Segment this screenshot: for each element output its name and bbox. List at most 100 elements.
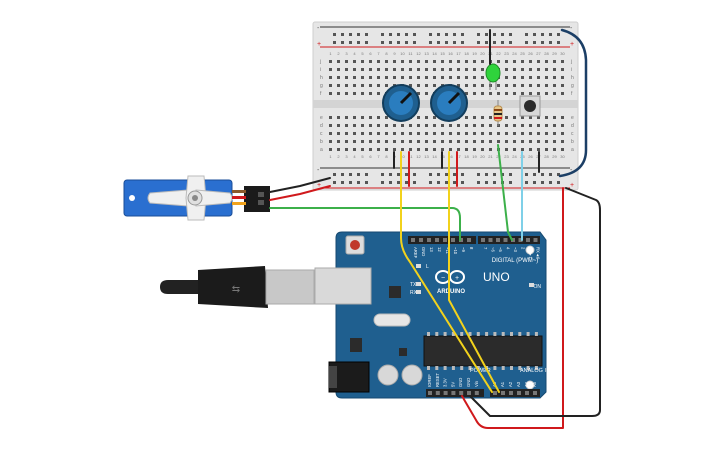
digital-pin[interactable] [518,238,523,242]
rail-hole [541,33,544,36]
digital-pin-label: AREF [413,247,418,259]
digital-pin[interactable] [526,238,530,242]
rail-hole [461,173,464,176]
rail-hole [381,181,384,184]
column-number: 23 [504,154,509,159]
terminal-hole [521,76,524,79]
rail-hole [509,181,512,184]
terminal-hole [545,116,548,119]
terminal-hole [537,92,540,95]
terminal-hole [353,124,356,127]
top-rail-plus-sign: + [317,41,321,48]
column-number: 1 [329,51,332,56]
column-number: 26 [528,51,533,56]
terminal-hole [417,148,420,151]
terminal-hole [473,148,476,151]
chip-pin [518,366,522,370]
terminal-hole [521,132,524,135]
digital-pin[interactable] [435,238,439,242]
terminal-hole [385,76,388,79]
column-number: 18 [464,51,469,56]
column-number: 8 [385,154,388,159]
terminal-hole [465,76,468,79]
terminal-hole [417,60,420,63]
row-letter: d [571,123,574,129]
terminal-hole [553,148,556,151]
power-pin[interactable] [443,391,448,395]
terminal-hole [433,68,436,71]
rail-hole [485,181,488,184]
terminal-hole [449,148,452,151]
digital-pin[interactable] [427,238,431,242]
rail-hole [453,181,456,184]
terminal-hole [337,124,340,127]
column-number: 2 [337,154,340,159]
chip-pin [534,366,538,370]
terminal-hole [529,148,532,151]
chip-pin [526,332,530,336]
terminal-hole [505,84,508,87]
analog-pin[interactable] [533,391,537,395]
analog-pin[interactable] [493,391,497,395]
digital-pin[interactable] [411,238,415,242]
terminal-hole [433,60,436,63]
model-label: UNO [483,270,510,284]
power-pin[interactable] [435,391,440,395]
power-pin[interactable] [467,391,471,395]
bottom-rail-holes [333,173,560,184]
digital-pin-holes [411,238,538,242]
terminal-hole [529,116,532,119]
power-pin[interactable] [451,391,456,395]
terminal-hole [449,76,452,79]
rail-hole [485,33,488,36]
terminal-hole [545,140,548,143]
reset-button-cap[interactable] [350,240,360,250]
rail-hole [533,33,536,36]
terminal-hole [345,68,348,71]
terminal-hole [537,132,540,135]
digital-pin[interactable] [451,238,455,242]
terminal-hole [433,76,436,79]
rail-hole [389,181,392,184]
terminal-hole [353,132,356,135]
power-pin[interactable] [428,391,432,395]
chip-pin [460,332,464,336]
digital-header-left [408,236,476,244]
rail-hole [437,181,440,184]
push-button[interactable] [519,95,541,117]
digital-pin[interactable] [488,238,493,242]
terminal-hole [537,116,540,119]
terminal-hole [361,132,364,135]
terminal-hole [401,140,404,143]
digital-pin[interactable] [419,238,423,242]
terminal-hole [401,76,404,79]
terminal-hole [337,148,340,151]
column-number: 4 [353,154,356,159]
terminal-hole [457,132,460,135]
power-pin[interactable] [474,391,479,395]
terminal-hole [521,60,524,63]
terminal-hole [345,148,348,151]
terminal-hole [425,60,428,63]
power-pin-label: 5V [450,382,455,387]
rail-hole [437,33,440,36]
chip-pin [435,332,439,336]
rail-hole [349,181,352,184]
green-wire-led [497,144,513,241]
potentiometer-2[interactable] [430,84,468,122]
analog-pin[interactable] [509,391,513,395]
terminal-hole [353,140,356,143]
column-number: 20 [480,51,485,56]
analog-pin[interactable] [501,391,505,395]
digital-pin[interactable] [533,238,538,242]
digital-pin[interactable] [496,238,500,242]
power-pin[interactable] [459,391,464,395]
analog-pin[interactable] [525,391,529,395]
terminal-hole [537,60,540,63]
digital-pin[interactable] [503,238,508,242]
analog-pin[interactable] [517,391,521,395]
digital-pin[interactable] [467,238,471,242]
potentiometer-1[interactable] [382,84,420,122]
digital-pin[interactable] [443,238,447,242]
digital-pin[interactable] [481,238,485,242]
